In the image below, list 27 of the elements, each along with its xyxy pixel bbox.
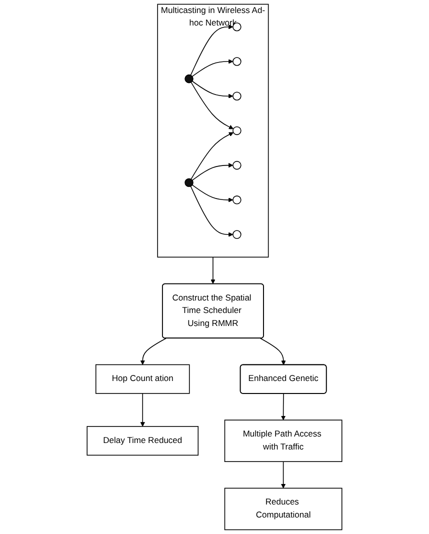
arrow — [190, 82, 234, 130]
arrow — [140, 338, 166, 365]
arrow — [192, 184, 234, 202]
arrow — [192, 80, 234, 98]
node-circle — [184, 178, 194, 187]
arrow — [192, 162, 234, 181]
arrow — [140, 393, 145, 427]
node-circle — [184, 74, 194, 84]
node-box: Hop Count ation — [95, 364, 190, 394]
node-circle — [232, 57, 242, 66]
node-box: Delay Time Reduced — [86, 426, 199, 456]
node-circle — [232, 196, 242, 204]
arrow — [210, 256, 216, 284]
arrow — [280, 461, 286, 488]
cluster: Multicasting in Wireless Ad-hoc Network — [157, 4, 269, 258]
node-circle — [232, 126, 242, 136]
arrow — [260, 338, 286, 366]
arrow — [190, 132, 234, 180]
node-circle — [232, 92, 242, 100]
arrow — [190, 24, 234, 76]
node-box: Multiple Path Access with Traffic — [224, 420, 342, 462]
arrow — [280, 393, 286, 420]
node-circle — [232, 160, 242, 170]
arrow — [192, 59, 234, 77]
node-box: Reduces Computational — [224, 488, 342, 530]
arrow — [190, 186, 234, 237]
node-circle — [232, 230, 242, 239]
